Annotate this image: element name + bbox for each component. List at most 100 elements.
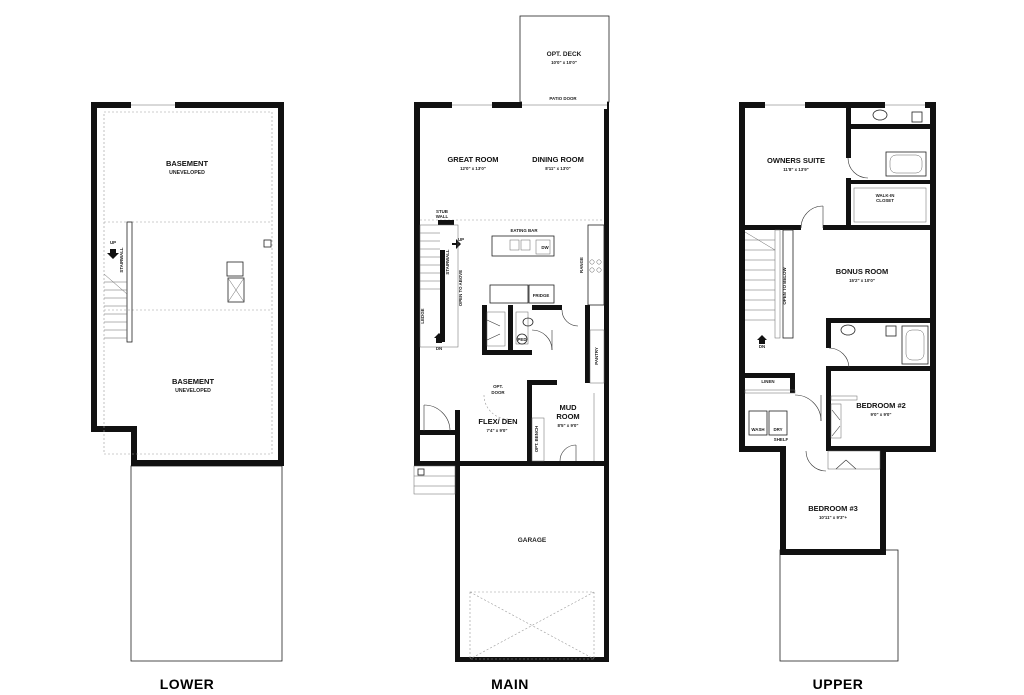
main-stairs <box>420 232 440 290</box>
opt-door-label-2: DOOR <box>491 390 505 395</box>
bedroom2-closet <box>830 403 842 439</box>
lower-stairwall <box>126 221 133 343</box>
lower-stairwall-label: STAIRWALL <box>119 247 124 273</box>
stub-wall <box>438 220 454 225</box>
opt-deck-name: OPT. DECK <box>547 51 582 58</box>
great-room-dim: 12'0" x 13'0" <box>460 166 486 171</box>
opt-door-label-1: OPT. <box>493 384 503 389</box>
upper-outer-walls <box>739 102 936 555</box>
lower-garage-outline <box>130 465 283 662</box>
kitchen-island <box>491 235 555 257</box>
pantry-label: PANTRY <box>594 347 599 365</box>
lower-up-label: UP <box>110 240 116 245</box>
great-room-name: GREAT ROOM <box>447 155 498 164</box>
bedroom3-name: BEDROOM #3 <box>808 504 858 513</box>
lower-room-sub-2: UNEVELOPED <box>175 388 211 394</box>
lower-dashed-outline <box>103 111 273 455</box>
toilet-icon <box>522 317 534 327</box>
mud-room-dim: 8'5" x 9'0" <box>558 423 579 428</box>
opt-deck-dim: 10'0" x 10'0" <box>551 60 577 65</box>
kitchen-counter <box>587 224 605 306</box>
front-porch <box>413 465 456 495</box>
up-arrow-icon <box>452 239 461 249</box>
dryer <box>768 410 788 436</box>
down-arrow-icon <box>107 249 119 259</box>
bedroom3-closet <box>827 450 881 470</box>
lower-outer-walls <box>91 102 284 466</box>
bath-toilet-icon <box>885 325 897 337</box>
lower-room-name-2: BASEMENT <box>172 377 215 386</box>
owners-suite-dim: 11'8" x 13'9" <box>783 167 809 172</box>
upper-stairs <box>744 231 776 321</box>
kitchen-counter-lower <box>489 284 529 304</box>
main-floor-plan: OPT. DECK 10'0" x 10'0" GARAGE PATIO DOO… <box>413 15 610 692</box>
main-stairwall <box>440 250 445 342</box>
washer <box>748 410 768 436</box>
ledge-label: LEDGE <box>420 308 425 323</box>
water-heater-icon <box>227 277 245 303</box>
shelf-label: SHELF <box>774 437 789 442</box>
pantry <box>589 329 605 384</box>
opt-bench-label: OPT. BENCH <box>534 426 539 453</box>
fridge <box>528 284 555 304</box>
owners-suite-name: OWNERS SUITE <box>767 156 825 165</box>
upper-roof-outline <box>779 549 899 662</box>
wash-label: WASH <box>751 427 764 432</box>
walk-in-closet <box>853 187 927 223</box>
bathtub-icon <box>885 151 927 177</box>
stub-wall-label-1: STUB <box>436 209 448 214</box>
dw-label: DW <box>541 245 549 250</box>
sink-icon <box>872 109 888 121</box>
upper-floor-label: UPPER <box>813 676 864 692</box>
garage-walls <box>455 461 609 662</box>
garage-name: GARAGE <box>518 537 547 544</box>
ped-label: PED <box>517 337 526 342</box>
flex-den-dim: 7'4" x 9'0" <box>487 428 508 433</box>
main-dn-label: DN <box>436 346 442 351</box>
toilet-icon <box>911 111 923 123</box>
bath-tub-icon <box>901 325 929 365</box>
open-to-above-label: OPEN TO ABOVE <box>458 270 463 306</box>
walk-in-closet-name: WALK-IN <box>876 193 895 198</box>
walk-in-closet-name2: CLOSET <box>876 198 894 203</box>
dn-arrow-icon <box>434 333 444 343</box>
upper-railing <box>782 229 794 339</box>
lower-room-name-1: BASEMENT <box>166 159 209 168</box>
bedroom2-dim: 9'0" x 9'0" <box>871 412 892 417</box>
bedroom2-name: BEDROOM #2 <box>856 401 906 410</box>
fridge-label: FRIDGE <box>533 293 550 298</box>
lower-floor-label: LOWER <box>160 676 215 692</box>
lower-floor-plan: STAIRWALL UP BASEMENT UNEVELOPED BASEMEN… <box>91 101 284 692</box>
lower-room-sub-1: UNEVELOPED <box>169 170 205 176</box>
garage-door-outline <box>469 591 595 660</box>
coat-closet <box>486 311 506 347</box>
main-up-label: UP <box>458 237 464 242</box>
mud-room-name: MUD <box>559 403 577 412</box>
bonus-room-dim: 15'2" x 10'0" <box>849 278 875 283</box>
dn-arrow-icon <box>757 335 767 344</box>
bath-sink-icon <box>840 324 856 336</box>
upper-floor-plan: OWNERS SUITE 11'8" x 13'9" WALK-IN CLOSE… <box>739 101 936 692</box>
main-floor-label: MAIN <box>491 676 529 692</box>
linen-label: LINEN <box>761 379 774 384</box>
opt-bench <box>531 417 545 462</box>
flex-den-name: FLEX/ DEN <box>478 417 517 426</box>
dining-room-name: DINING ROOM <box>532 155 584 164</box>
range-label: RANGE <box>579 257 584 273</box>
bonus-room-name: BONUS ROOM <box>836 267 889 276</box>
lower-stairs <box>103 273 128 339</box>
stub-wall-label-2: WALL <box>436 214 449 219</box>
eating-bar-label: EATING BAR <box>511 228 539 233</box>
dining-room-dim: 8'11" x 13'0" <box>545 166 571 171</box>
patio-door-label: PATIO DOOR <box>549 96 577 101</box>
furnace-icon <box>226 261 244 277</box>
opt-deck <box>519 15 610 103</box>
bedroom3-dim: 10'11" x 9'3"+ <box>819 515 848 520</box>
upper-dn-label: DN <box>759 344 765 349</box>
open-to-below-label: OPEN TO BELOW <box>782 267 787 305</box>
pedestal-sink-icon <box>516 333 528 345</box>
mud-room-name2: ROOM <box>556 412 579 421</box>
main-stairwall-label: STAIRWALL <box>445 249 450 275</box>
dry-label: DRY <box>773 427 782 432</box>
